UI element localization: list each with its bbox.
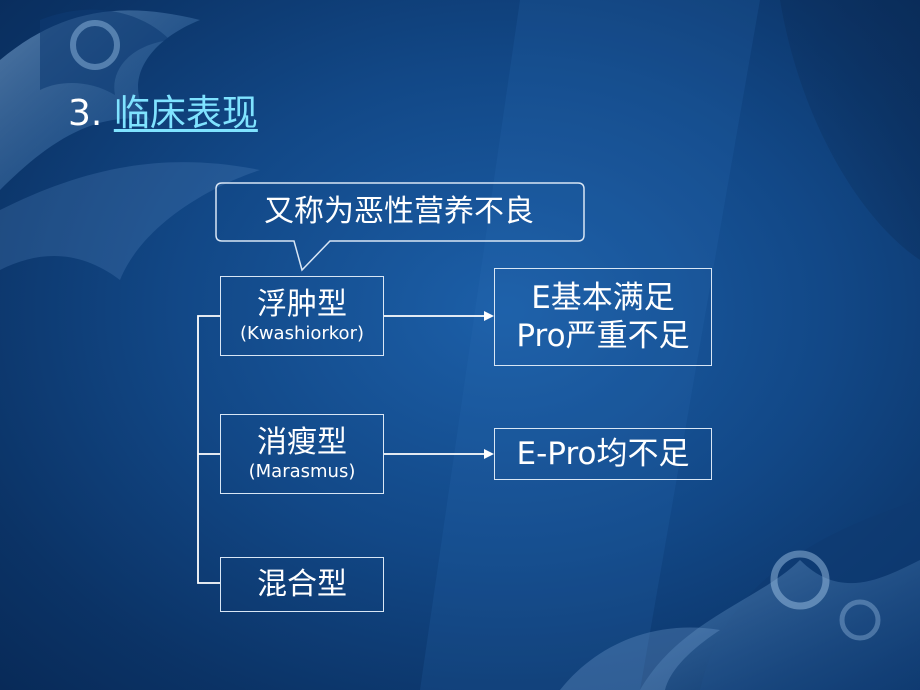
heading-title-link[interactable]: 临床表现 xyxy=(113,93,258,134)
type-name: 消瘦型 xyxy=(257,425,347,460)
heading-number: 3. xyxy=(68,93,103,134)
type-name: 浮肿型 xyxy=(257,287,347,322)
type-latin: (Kwashiorkor) xyxy=(240,323,364,344)
outcome-box-1: E基本满足 Pro严重不足 xyxy=(494,268,712,366)
callout-text: 又称为恶性营养不良 xyxy=(264,194,534,229)
type-latin: (Marasmus) xyxy=(248,461,356,482)
outcome-box-2: E-Pro均不足 xyxy=(494,428,712,480)
outcome-line: Pro严重不足 xyxy=(516,318,690,354)
outcome-line: E基本满足 xyxy=(531,280,675,316)
type-box-kwashiorkor: 浮肿型 (Kwashiorkor) xyxy=(220,276,384,356)
outcome-line: E-Pro均不足 xyxy=(516,436,690,472)
type-box-marasmus: 消瘦型 (Marasmus) xyxy=(220,414,384,494)
type-name: 混合型 xyxy=(257,566,347,602)
section-heading: 3. 临床表现 xyxy=(68,92,258,136)
type-box-mixed: 混合型 xyxy=(220,557,384,612)
